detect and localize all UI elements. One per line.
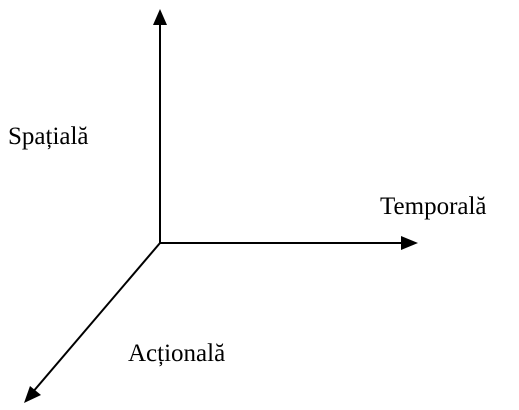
actional-axis-line [31, 242, 161, 394]
temporal-axis-label: Temporală [380, 193, 487, 220]
actional-axis-label: Acțională [128, 340, 226, 367]
temporal-arrowhead-icon [401, 236, 418, 250]
actional-arrowhead-icon [24, 386, 41, 403]
spatial-axis-label: Spațială [8, 123, 89, 150]
spatial-arrowhead-icon [153, 9, 167, 25]
